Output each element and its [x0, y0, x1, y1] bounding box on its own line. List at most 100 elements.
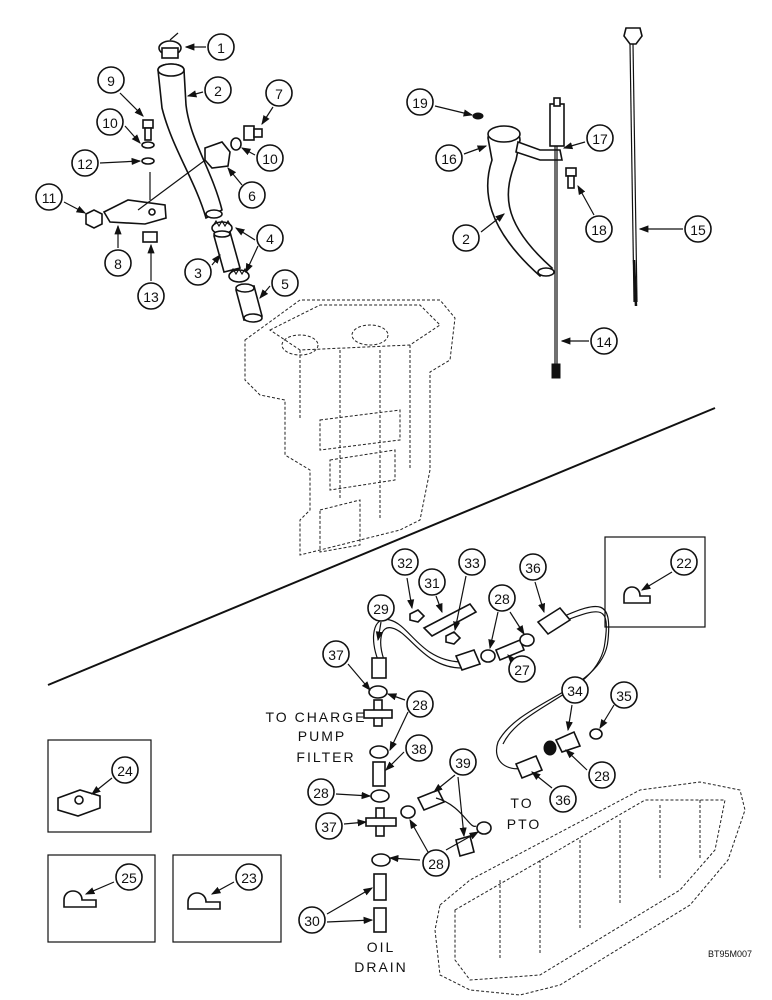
callout-circle — [405, 734, 433, 762]
callout-32: 32 — [391, 548, 419, 576]
o-ring-part — [472, 112, 484, 120]
inset-box-22 — [604, 536, 706, 628]
dipstick-tube — [157, 63, 223, 220]
callout-28: 28 — [406, 690, 434, 718]
callout-bubbles: 1234567891010111213141516171819222232425… — [35, 33, 712, 934]
leader-arrow-30 — [326, 887, 374, 915]
callout-number: 34 — [567, 683, 583, 699]
callout-23: 23 — [235, 863, 263, 891]
hose-39-b — [455, 835, 475, 857]
callout-number: 28 — [594, 768, 610, 784]
leader-arrow-38 — [385, 751, 405, 771]
callout-7: 7 — [265, 79, 293, 107]
leader-arrow-28 — [488, 611, 499, 650]
callout-circle — [488, 584, 516, 612]
callout-number: 25 — [121, 870, 137, 886]
leader-arrow-32 — [406, 577, 415, 610]
callout-number: 27 — [514, 662, 530, 678]
callout-number: 31 — [424, 575, 440, 591]
clamp-28-top — [368, 685, 388, 699]
callout-number: 28 — [428, 856, 444, 872]
callout-number: 32 — [397, 555, 413, 571]
leader-arrow-36 — [531, 771, 553, 789]
callout-number: 16 — [441, 151, 457, 167]
callout-circle — [235, 863, 263, 891]
label-to: TO — [510, 795, 533, 811]
callout-circle — [508, 655, 536, 683]
alternate-dipstick-tube — [486, 125, 555, 278]
leader-arrow-36 — [534, 581, 546, 614]
callout-circle — [549, 785, 577, 813]
callout-28: 28 — [307, 778, 335, 806]
callout-number: 39 — [455, 755, 471, 771]
callout-number: 10 — [262, 151, 278, 167]
callout-number: 3 — [194, 265, 202, 281]
elbow-adapter — [204, 141, 231, 169]
label-drain: DRAIN — [354, 959, 408, 975]
callout-19: 19 — [406, 88, 434, 116]
callout-number: 7 — [275, 86, 283, 102]
callout-circle — [184, 258, 212, 286]
leader-arrow-24 — [91, 777, 113, 795]
callout-circle — [422, 849, 450, 877]
clamp-28-mid1 — [369, 745, 389, 759]
callout-number: 1 — [217, 40, 225, 56]
callout-24: 24 — [111, 756, 139, 784]
callout-number: 14 — [596, 334, 612, 350]
leader-arrow-28 — [565, 749, 588, 771]
callout-circle — [590, 327, 618, 355]
leader-arrow-19 — [434, 105, 474, 117]
callout-circle — [96, 108, 124, 136]
callout-circle — [238, 181, 266, 209]
figure-code: BT95M007 — [708, 949, 752, 959]
callout-29: 29 — [367, 594, 395, 622]
callout-number: 18 — [591, 222, 607, 238]
callout-circle — [391, 548, 419, 576]
callout-circle — [586, 124, 614, 152]
callout-circle — [137, 282, 165, 310]
callout-30: 30 — [298, 906, 326, 934]
bolt-32 — [409, 609, 426, 623]
callout-36: 36 — [549, 785, 577, 813]
label-to-charge: TO CHARGE — [266, 709, 367, 725]
callout-number: 28 — [412, 697, 428, 713]
callout-number: 36 — [525, 560, 541, 576]
callout-number: 8 — [114, 256, 122, 272]
clamp-28-side2 — [476, 821, 492, 835]
callout-31: 31 — [418, 568, 446, 596]
leader-arrow-28 — [386, 693, 406, 701]
callout-circle — [406, 690, 434, 718]
leader-arrow-28 — [388, 854, 421, 863]
lock-washer-part — [141, 157, 155, 165]
callout-circle — [207, 33, 235, 61]
hose-38 — [372, 761, 386, 787]
leader-arrow-9 — [119, 92, 144, 117]
callout-10: 10 — [96, 108, 124, 136]
callout-number: 23 — [241, 870, 257, 886]
clip-bracket-31 — [422, 602, 478, 637]
label-oil: OIL — [367, 939, 396, 955]
callout-16: 16 — [435, 144, 463, 172]
callout-14: 14 — [590, 327, 618, 355]
callout-37: 37 — [315, 812, 343, 840]
dipstick-short — [549, 97, 565, 379]
leader-arrow-28 — [389, 711, 409, 752]
tee-fitting-lower — [365, 807, 397, 837]
leader-arrow-10 — [240, 147, 256, 156]
leader-arrow-2 — [480, 213, 505, 233]
callout-circle — [367, 594, 395, 622]
callout-circle — [298, 906, 326, 934]
leader-arrow-33 — [453, 575, 467, 632]
oil-pan-outline — [434, 781, 746, 996]
callout-circle — [204, 76, 232, 104]
callout-circle — [610, 681, 638, 709]
callout-circle — [561, 676, 589, 704]
hose-end-29a — [371, 657, 387, 679]
leader-arrow-6 — [227, 167, 243, 186]
tube-adapter — [235, 283, 263, 323]
sealing-washer-part — [230, 137, 242, 151]
callout-8: 8 — [104, 249, 132, 277]
label-filter: FILTER — [296, 749, 355, 765]
callout-circle — [271, 269, 299, 297]
label-pump: PUMP — [298, 728, 346, 744]
